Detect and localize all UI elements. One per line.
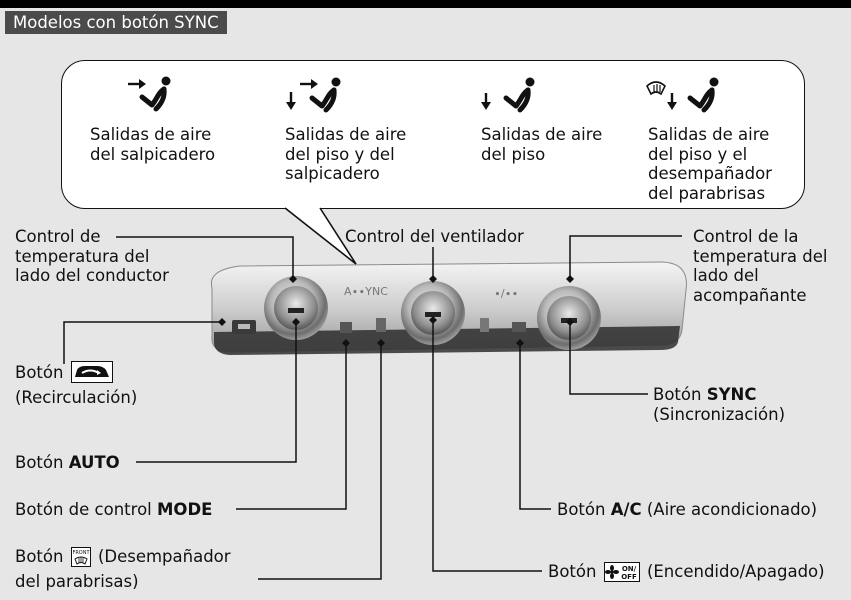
label-mode-bold: MODE [157,500,212,519]
svg-text:ON/: ON/ [622,565,637,573]
mode-label-floor: Salidas de aire del piso [481,125,602,164]
label-recirc-button: Botón (Recirculación) [15,361,137,407]
label-mode-prefix: Botón de control [15,500,152,519]
label-sync-suffix: (Sincronización) [653,405,785,424]
panel-text-left: A∙∙YNC [344,285,388,298]
label-auto-bold: AUTO [69,453,120,472]
panel-text-right: ∙/∙∙ [494,287,518,300]
label-sync-bold: SYNC [707,385,757,404]
recirculation-icon [71,361,113,388]
driver-temp-knob [264,276,328,340]
label-ac-button: Botón A/C (Aire acondicionado) [557,500,817,520]
label-ac-suffix: (Aire acondicionado) [647,500,817,519]
label-onoff-prefix: Botón [548,562,596,581]
label-onoff-suffix: (Encendido/Apagado) [647,562,825,581]
label-driver-temp: Control de temperatura del lado del cond… [15,227,169,286]
label-auto-prefix: Botón [15,453,63,472]
label-ac-bold: A/C [611,500,642,519]
top-rule [0,0,851,8]
page-title: Modelos con botón SYNC [5,11,227,34]
label-passenger-temp: Control de la temperatura del lado del a… [693,227,828,305]
passenger-temp-knob [537,286,601,350]
label-defrost-suffix-2: del parabrisas) [15,572,139,591]
label-sync-button: Botón SYNC (Sincronización) [653,385,785,424]
mode-label-face: Salidas de aire del salpicadero [90,125,215,164]
label-sync-prefix: Botón [653,385,701,404]
label-ac-prefix: Botón [557,500,605,519]
mode-label-floor-defrost: Salidas de aire del piso y el desempañad… [648,125,772,203]
fan-knob [401,281,465,345]
label-auto-button: Botón AUTO [15,453,120,473]
label-defrost-button: Botón FRONT (Desempañador del parabrisas… [15,547,231,591]
label-defrost-prefix: Botón [15,547,63,566]
label-on-off-button: Botón ON/ OFF (Encendido/Apagado) [548,562,825,587]
label-mode-button: Botón de control MODE [15,500,212,520]
label-defrost-suffix-1: (Desempañador [98,547,231,566]
svg-text:FRONT: FRONT [72,550,90,556]
mode-label-floor-face: Salidas de aire del piso y del salpicade… [285,125,406,184]
fan-on-off-icon: ON/ OFF [604,562,640,587]
front-defrost-icon: FRONT [71,547,91,572]
label-recirc-prefix: Botón [15,363,63,382]
label-fan-control: Control del ventilador [345,227,524,247]
svg-text:OFF: OFF [621,573,637,581]
label-recirc-suffix: (Recirculación) [15,388,137,407]
